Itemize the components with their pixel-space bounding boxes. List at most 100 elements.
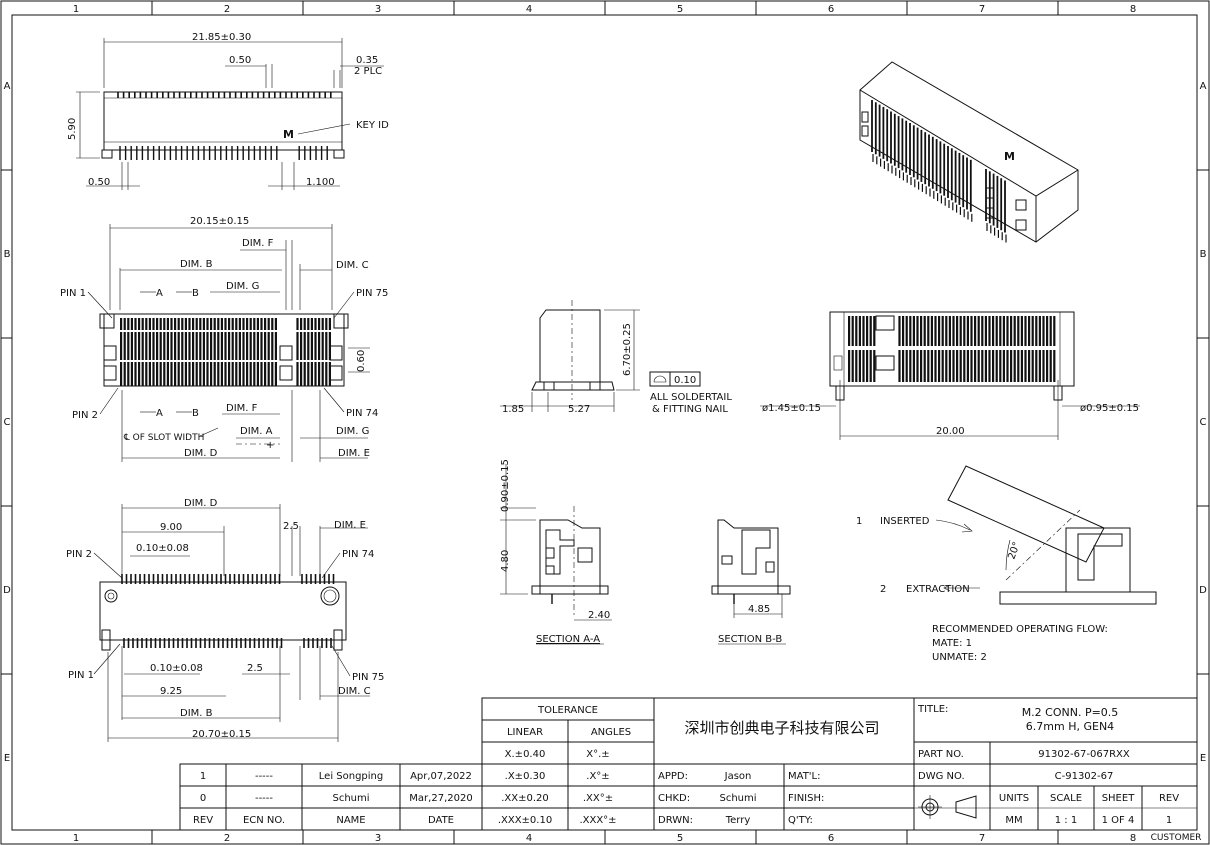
top-view-upper-pins	[117, 92, 332, 98]
contact-pin	[1035, 350, 1038, 382]
contact-pin	[920, 350, 923, 382]
note-fitting-nail: & FITTING NAIL	[652, 404, 728, 415]
section-b-title: SECTION B-B	[718, 634, 782, 645]
col-label: 4	[526, 833, 532, 844]
step1-number: 1	[856, 516, 862, 527]
contact-pin	[123, 318, 126, 330]
contact-pin	[170, 318, 173, 330]
contact-pin	[300, 332, 303, 360]
contact-pin	[246, 332, 249, 360]
contact-pin	[920, 316, 923, 346]
contact-pin	[127, 318, 130, 330]
contact-pin	[318, 332, 321, 360]
contact-pin	[163, 362, 166, 386]
dim-670: 6.70±0.25	[622, 323, 633, 376]
contact-pin	[163, 332, 166, 360]
contact-pin	[1024, 316, 1027, 346]
contact-pin	[934, 350, 937, 382]
tolerance-table: TOLERANCE LINEAR ANGLES X.±0.40 X°.± .X±…	[481, 697, 655, 831]
dim-b-bottom-view: DIM. B	[180, 708, 213, 719]
contact-pin	[992, 316, 995, 346]
contact-pin	[916, 350, 919, 382]
contact-pin	[192, 332, 195, 360]
col-label: 1	[73, 4, 79, 15]
contact-pin	[984, 350, 987, 382]
contact-pin	[195, 362, 198, 386]
contact-pin	[296, 362, 299, 386]
contact-pin	[909, 316, 912, 346]
pin2-label: PIN 2	[72, 410, 98, 421]
contact-pin	[310, 362, 313, 386]
scale-value: 1 : 1	[1055, 815, 1077, 826]
dim-g-top: DIM. G	[226, 281, 259, 292]
top-view: M KEY ID 21.85±0.30 0.50 0.35 2 PLC 5.90…	[67, 32, 389, 190]
dwg-no-value: C-91302-67	[1055, 771, 1114, 782]
contact-pin	[959, 350, 962, 382]
row-label: A	[1200, 81, 1207, 92]
contact-pin	[264, 332, 267, 360]
contact-pin	[192, 318, 195, 330]
contact-pin	[952, 316, 955, 346]
contact-pin	[938, 350, 941, 382]
contact-pin	[941, 316, 944, 346]
rev-value: 1	[1166, 815, 1172, 826]
contact-pin	[181, 318, 184, 330]
contact-pin	[314, 332, 317, 360]
contact-pin	[199, 362, 202, 386]
contact-pin	[851, 350, 854, 382]
contact-pin	[130, 318, 133, 330]
contact-pin	[927, 316, 930, 346]
contact-pin	[300, 318, 303, 330]
step2-number: 2	[880, 584, 886, 595]
contact-pin	[934, 316, 937, 346]
contact-pin	[992, 350, 995, 382]
qty-label: Q'TY:	[788, 815, 813, 826]
company-name: 深圳市创典电子科技有限公司	[684, 719, 879, 737]
section-a-top: A	[156, 288, 163, 299]
contact-pin	[120, 318, 123, 330]
contact-pin	[159, 332, 162, 360]
part-no-label: PART NO.	[918, 749, 964, 760]
contact-pin	[952, 350, 955, 382]
contact-pin	[260, 318, 263, 330]
contact-pin	[210, 362, 213, 386]
border-labels: 1 2 3 4 5 6 7 8 1 2 3 4 5 6 7 8 A B C D …	[3, 4, 1207, 844]
contact-pin	[945, 316, 948, 346]
contact-pin	[123, 362, 126, 386]
contact-pin	[851, 316, 854, 346]
pin75-label: PIN 75	[356, 288, 388, 299]
contact-pin	[195, 318, 198, 330]
contact-pin	[1002, 350, 1005, 382]
contact-pin	[148, 362, 151, 386]
contact-pin	[974, 350, 977, 382]
dim-485: 4.85	[748, 604, 770, 615]
contact-pin	[145, 362, 148, 386]
contact-pin	[858, 350, 861, 382]
dim-e-bottom-view: DIM. E	[334, 520, 366, 531]
contact-pin	[206, 332, 209, 360]
contact-pin	[869, 316, 872, 346]
contact-pin	[253, 332, 256, 360]
contact-pin	[264, 362, 267, 386]
contact-pin	[253, 318, 256, 330]
chkd-label: CHKD:	[658, 793, 690, 804]
contact-pin	[188, 332, 191, 360]
contact-pin	[1031, 350, 1034, 382]
contact-pin	[274, 318, 277, 330]
rev-date: Apr,07,2022	[410, 771, 472, 782]
contact-pin	[206, 362, 209, 386]
contact-pin	[174, 362, 177, 386]
dim-2015: 20.15±0.15	[190, 216, 249, 227]
contact-pin	[1017, 316, 1020, 346]
bottom-view: DIM. D 9.00 2.5 DIM. E PIN 2 0.10±0.08 P…	[66, 498, 384, 742]
contact-pin	[177, 362, 180, 386]
contact-pin	[170, 362, 173, 386]
revision-table: 1 ----- Lei Songping Apr,07,2022 0 -----…	[179, 763, 483, 831]
contact-pin	[235, 332, 238, 360]
contact-pin	[941, 350, 944, 382]
section-a-a: 0.90±0.15 4.80 2.40 SECTION A-A	[500, 459, 612, 645]
contact-pin	[307, 332, 310, 360]
dim-a: DIM. A	[240, 426, 273, 437]
units-value: MM	[1005, 815, 1022, 826]
profile-tolerance: 0.10	[674, 375, 696, 386]
